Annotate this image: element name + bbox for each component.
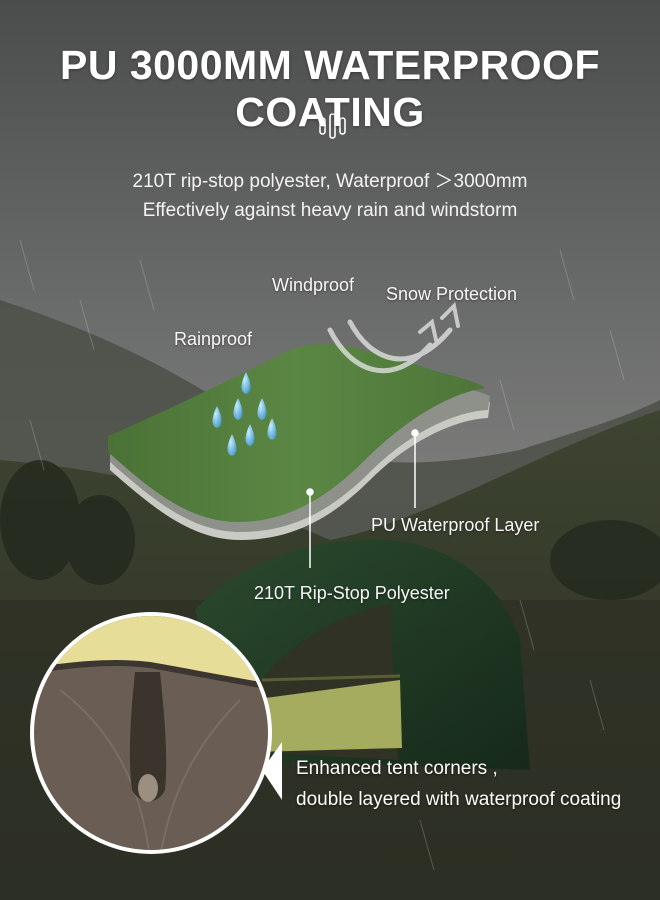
tent-corner-detail-image [30, 612, 272, 854]
tent [195, 539, 530, 770]
coating-layers-icon [319, 113, 346, 139]
pu-waterproof-layer-label: PU Waterproof Layer [371, 515, 540, 535]
callout-pointer [262, 742, 282, 800]
snow-protection-label: Snow Protection [386, 284, 518, 304]
callout-line-2: double layered with waterproof coating [296, 789, 622, 810]
water-drop-icon [212, 372, 277, 456]
windproof-label: Windproof [272, 275, 355, 295]
rip-stop-polyester-label: 210T Rip-Stop Polyester [254, 583, 450, 603]
fabric-layers [108, 344, 490, 540]
wind-arrows-icon [327, 301, 460, 374]
pointer-lines [306, 429, 419, 568]
page-title: PU 3000MM WATERPROOF COATING [59, 42, 601, 135]
rainproof-label: Rainproof [174, 329, 253, 349]
subtitle-line-2: Effectively against heavy rain and winds… [142, 200, 518, 221]
subtitle-line-1: 210T rip-stop polyester, Waterproof ＞300… [132, 171, 528, 192]
callout-line-1: Enhanced tent corners , [296, 758, 498, 779]
